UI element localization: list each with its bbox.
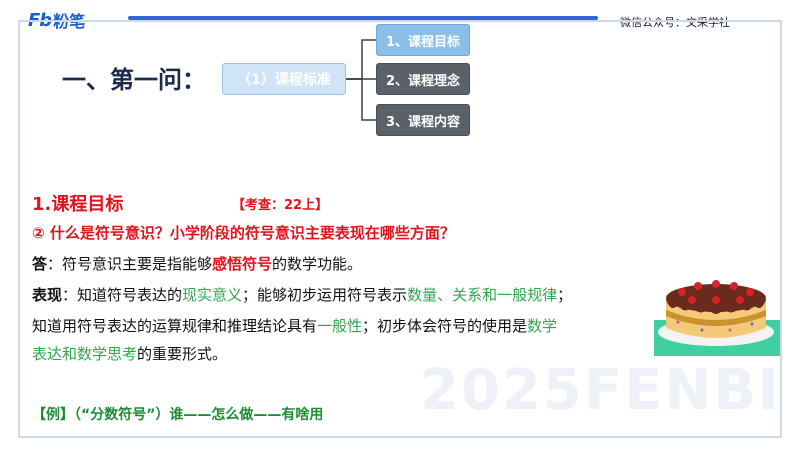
mindmap-node-content: 3、课程内容 bbox=[376, 104, 470, 136]
answer-paragraph: 答：符号意识主要是指能够感悟符号的数学功能。 bbox=[32, 250, 362, 278]
perf-label: 表现 bbox=[32, 286, 63, 304]
performance-line-3: 表达和数学思考的重要形式。 bbox=[32, 340, 227, 368]
content-heading: 1.课程目标 bbox=[32, 194, 124, 215]
perf-text-6: 的重要形式。 bbox=[137, 345, 228, 363]
perf-text-3: ； bbox=[557, 286, 573, 304]
performance-line-1: 表现：知道符号表达的现实意义；能够初步运用符号表示数量、关系和一般规律； bbox=[32, 281, 572, 309]
perf-text-2: ；能够初步运用符号表示 bbox=[242, 286, 408, 304]
answer-label: 答 bbox=[32, 255, 48, 273]
section-title: 一、第一问： bbox=[62, 66, 206, 94]
answer-text-1: ：符号意识主要是指能够 bbox=[47, 255, 213, 273]
slide-frame bbox=[18, 20, 782, 438]
perf-green-2: 数量、关系和一般规律 bbox=[407, 286, 558, 304]
header-divider bbox=[128, 16, 598, 20]
answer-highlight: 感悟符号 bbox=[212, 255, 273, 273]
perf-text-4: 知道用符号表达的运算规律和推理结论具有 bbox=[32, 317, 318, 335]
perf-text-1: ：知道符号表达的 bbox=[62, 286, 183, 304]
question: ② 什么是符号意识？小学阶段的符号意识主要表现在哪些方面？ bbox=[32, 224, 455, 242]
watermark: 2025FENBI bbox=[420, 358, 781, 423]
perf-green-3: 一般性 bbox=[317, 317, 363, 335]
performance-line-2: 知道用符号表达的运算规律和推理结论具有一般性；初步体会符号的使用是数学 bbox=[32, 312, 557, 340]
example-line: 【例】（“分数符号”）谁——怎么做——有啥用 bbox=[32, 407, 324, 423]
wechat-account: 微信公众号：文采学社 bbox=[620, 16, 730, 29]
perf-green-5: 表达和数学思考 bbox=[32, 345, 138, 363]
cake-illustration bbox=[654, 280, 780, 356]
mindmap-root: （1）课程标准 bbox=[222, 63, 346, 95]
perf-green-4: 数学 bbox=[527, 317, 558, 335]
perf-text-5: ；初步体会符号的使用是 bbox=[362, 317, 528, 335]
perf-green-1: 现实意义 bbox=[182, 286, 243, 304]
mindmap-node-concept: 2、课程理念 bbox=[376, 63, 470, 95]
answer-text-2: 的数学功能。 bbox=[272, 255, 363, 273]
exam-tag: 【考查：22上】 bbox=[232, 198, 329, 213]
mindmap-node-goals: 1、课程目标 bbox=[376, 24, 470, 56]
